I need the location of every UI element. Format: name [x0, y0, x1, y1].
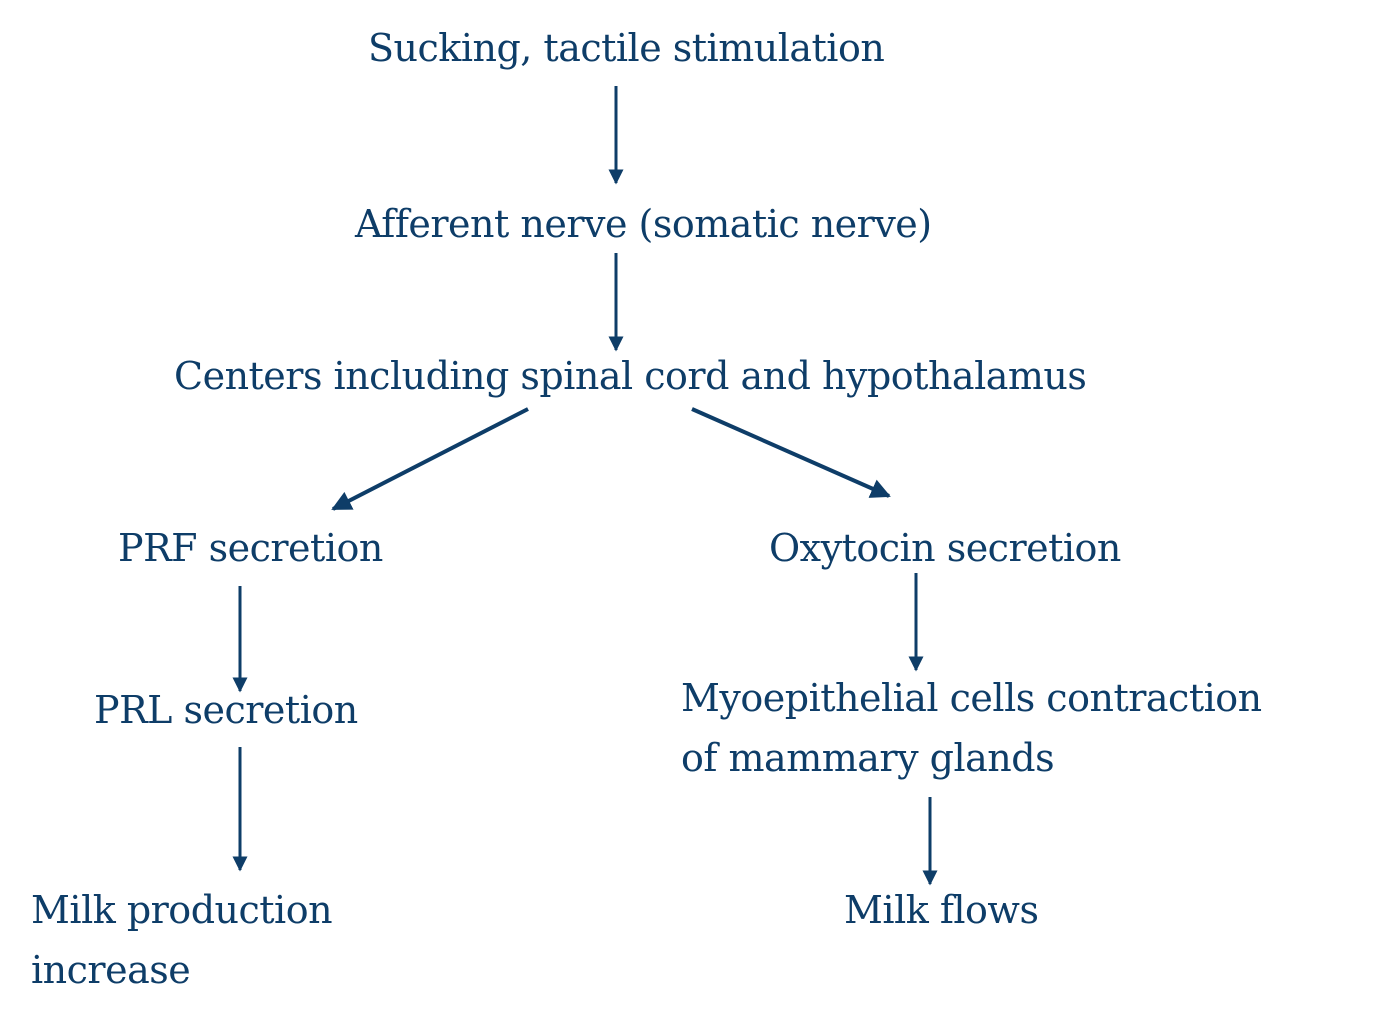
node-centers: Centers including spinal cord and hypoth…	[174, 354, 1087, 398]
node-milk-production-line2: increase	[31, 948, 191, 992]
node-afferent-nerve: Afferent nerve (somatic nerve)	[355, 202, 932, 246]
node-myoepithelial-contraction: Myoepithelial cells contraction of mamma…	[681, 668, 1262, 788]
node-oxytocin-secretion: Oxytocin secretion	[769, 526, 1121, 570]
node-prf-secretion: PRF secretion	[118, 526, 383, 570]
node-milk-flows: Milk flows	[844, 888, 1039, 932]
arrow-centers-to-prf	[331, 407, 529, 511]
node-myoepithelial-line2: of mammary glands	[681, 736, 1055, 780]
node-prl-secretion: PRL secretion	[94, 688, 358, 732]
node-milk-production-line1: Milk production	[31, 888, 333, 932]
node-sucking-stimulation: Sucking, tactile stimulation	[368, 26, 885, 70]
node-milk-production-increase: Milk production increase	[31, 880, 333, 1000]
arrow-centers-to-oxytocin	[691, 407, 891, 498]
node-myoepithelial-line1: Myoepithelial cells contraction	[681, 676, 1262, 720]
